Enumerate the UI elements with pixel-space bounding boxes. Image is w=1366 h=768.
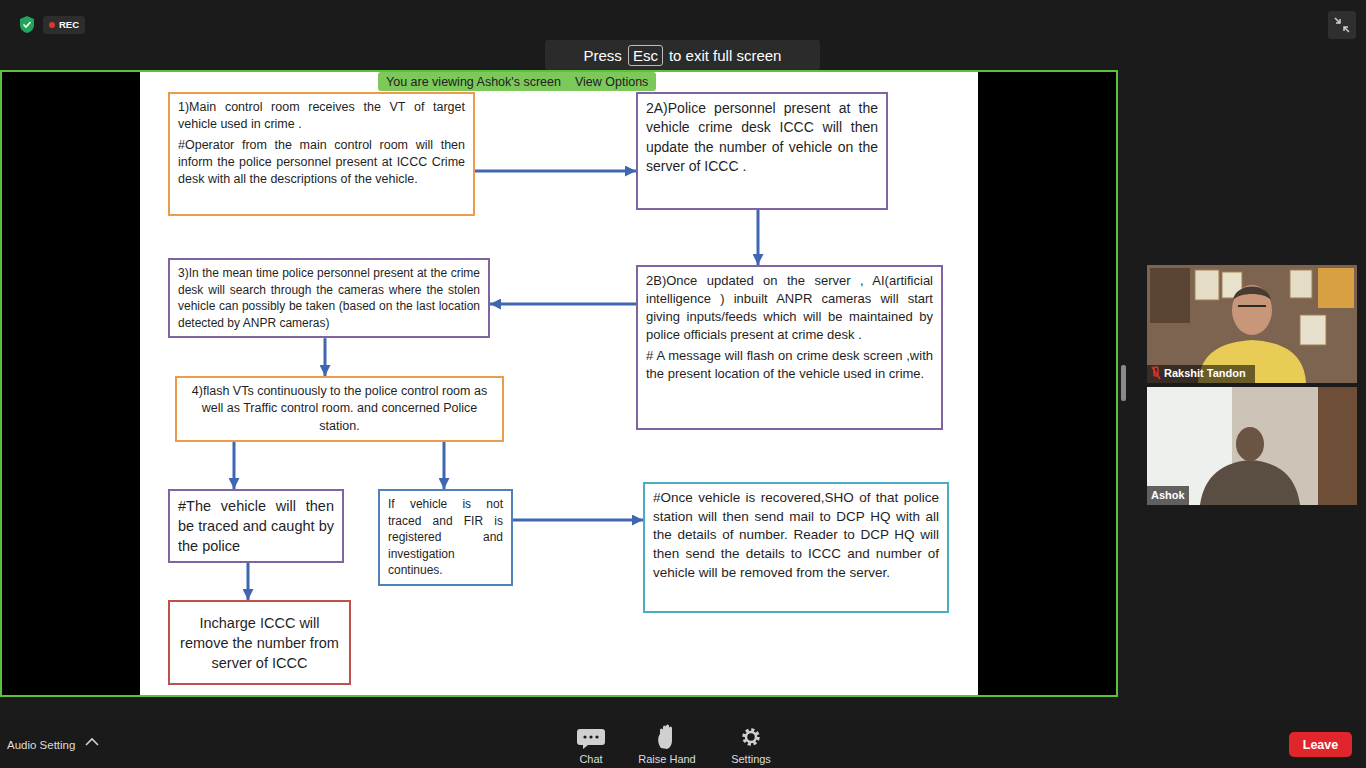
process-box: Incharge ICCC will remove the number fro… [168, 600, 351, 685]
node-text: 3)In the mean time police personnel pres… [178, 265, 480, 331]
node-text: #The vehicle will then be traced and cau… [178, 496, 334, 556]
node-text: 2A)Police personnel present at the vehic… [646, 99, 878, 176]
video-tile [1147, 387, 1357, 505]
toolbar [0, 720, 1366, 768]
flow-arrow [247, 563, 250, 600]
node-text: 2B)Once updated on the server , AI(artif… [646, 272, 933, 344]
node-text: Esc [633, 47, 658, 64]
process-box: #The vehicle will then be traced and cau… [168, 489, 344, 563]
status-badge: REC [59, 19, 79, 30]
chat-dot [589, 735, 592, 738]
toolbar-label: Chat [579, 753, 602, 765]
shield-icon [20, 16, 34, 33]
shield-check [24, 22, 31, 27]
flow-arrow [475, 170, 636, 173]
node-text: #Once vehicle is recovered,SHO of that p… [653, 489, 939, 582]
rec-dot [49, 22, 55, 28]
wall-shelf [1150, 268, 1190, 323]
node-text: # A message will flash on crime desk scr… [646, 347, 933, 383]
video-tile [1147, 265, 1357, 383]
person-body [1200, 460, 1300, 505]
certificate [1195, 270, 1219, 300]
certificate [1290, 270, 1312, 298]
chat-icon [577, 729, 605, 749]
node-text: Incharge ICCC will remove the number fro… [178, 613, 341, 673]
process-box: 1)Main control room receives the VT of t… [168, 92, 475, 216]
person-glasses [1238, 305, 1266, 307]
process-box: #Once vehicle is recovered,SHO of that p… [643, 482, 949, 613]
person-hair [1233, 287, 1271, 301]
hand-icon [658, 725, 672, 750]
flow-arrow [233, 442, 236, 489]
gear-icon [746, 732, 756, 742]
process-box: 2B)Once updated on the server , AI(artif… [636, 265, 943, 430]
flow-arrow [324, 338, 327, 376]
node-text: 1)Main control room receives the VT of t… [178, 99, 465, 134]
node-text: Press [584, 47, 622, 64]
process-box: 2A)Police personnel present at the vehic… [636, 92, 888, 210]
person-head [1232, 285, 1272, 335]
flow-arrow [490, 303, 636, 306]
leave-button: Leave [1289, 732, 1352, 757]
key-cap: Esc [628, 45, 663, 66]
gear-teeth [744, 730, 758, 744]
toolbar-label: Settings [731, 753, 771, 765]
node-text: 4)flash VTs continuously to the police c… [185, 383, 494, 435]
node-text: If vehicle is not traced and FIR is regi… [388, 496, 503, 579]
chat-dot [583, 735, 586, 738]
process-box: 4)flash VTs continuously to the police c… [175, 376, 504, 442]
scroll-handle [1121, 365, 1126, 401]
exit-fullscreen-button [1328, 11, 1356, 39]
toolbar-label: Raise Hand [638, 753, 695, 765]
node-text: to exit full screen [669, 47, 782, 64]
exit-fullscreen-icon [1335, 18, 1349, 32]
name-tag [1147, 486, 1189, 505]
process-box: If vehicle is not traced and FIR is regi… [378, 489, 513, 586]
shared-screen-frame [1, 71, 1117, 696]
flow-arrow [443, 442, 446, 489]
node-text: Leave [1303, 738, 1338, 752]
participant-name: Rakshit Tandon [1164, 367, 1246, 379]
curtain [1318, 387, 1357, 505]
node-text: View Options [575, 75, 648, 89]
node-text: You are viewing Ashok's screen [386, 75, 561, 89]
name-tag [1147, 365, 1255, 383]
slide [140, 72, 978, 695]
rec-badge [43, 16, 85, 34]
toolbar-label: Audio Setting [7, 739, 75, 751]
muted-mic-icon [1152, 367, 1160, 379]
fullscreen-hint: Press to exit full screen Esc [545, 40, 820, 70]
node-text: #Operator from the main control room wil… [178, 137, 465, 189]
wall-decor [1318, 268, 1354, 308]
caret-icon [86, 739, 98, 745]
flow-arrow [513, 519, 643, 522]
certificate [1300, 315, 1326, 345]
flow-arrow [757, 210, 760, 265]
person-head [1236, 427, 1264, 461]
chat-dot [595, 735, 598, 738]
view-banner: You are viewing Ashok's screen View Optio… [378, 72, 656, 91]
participant-name: Ashok [1151, 489, 1185, 501]
process-box: 3)In the mean time police personnel pres… [168, 258, 490, 338]
